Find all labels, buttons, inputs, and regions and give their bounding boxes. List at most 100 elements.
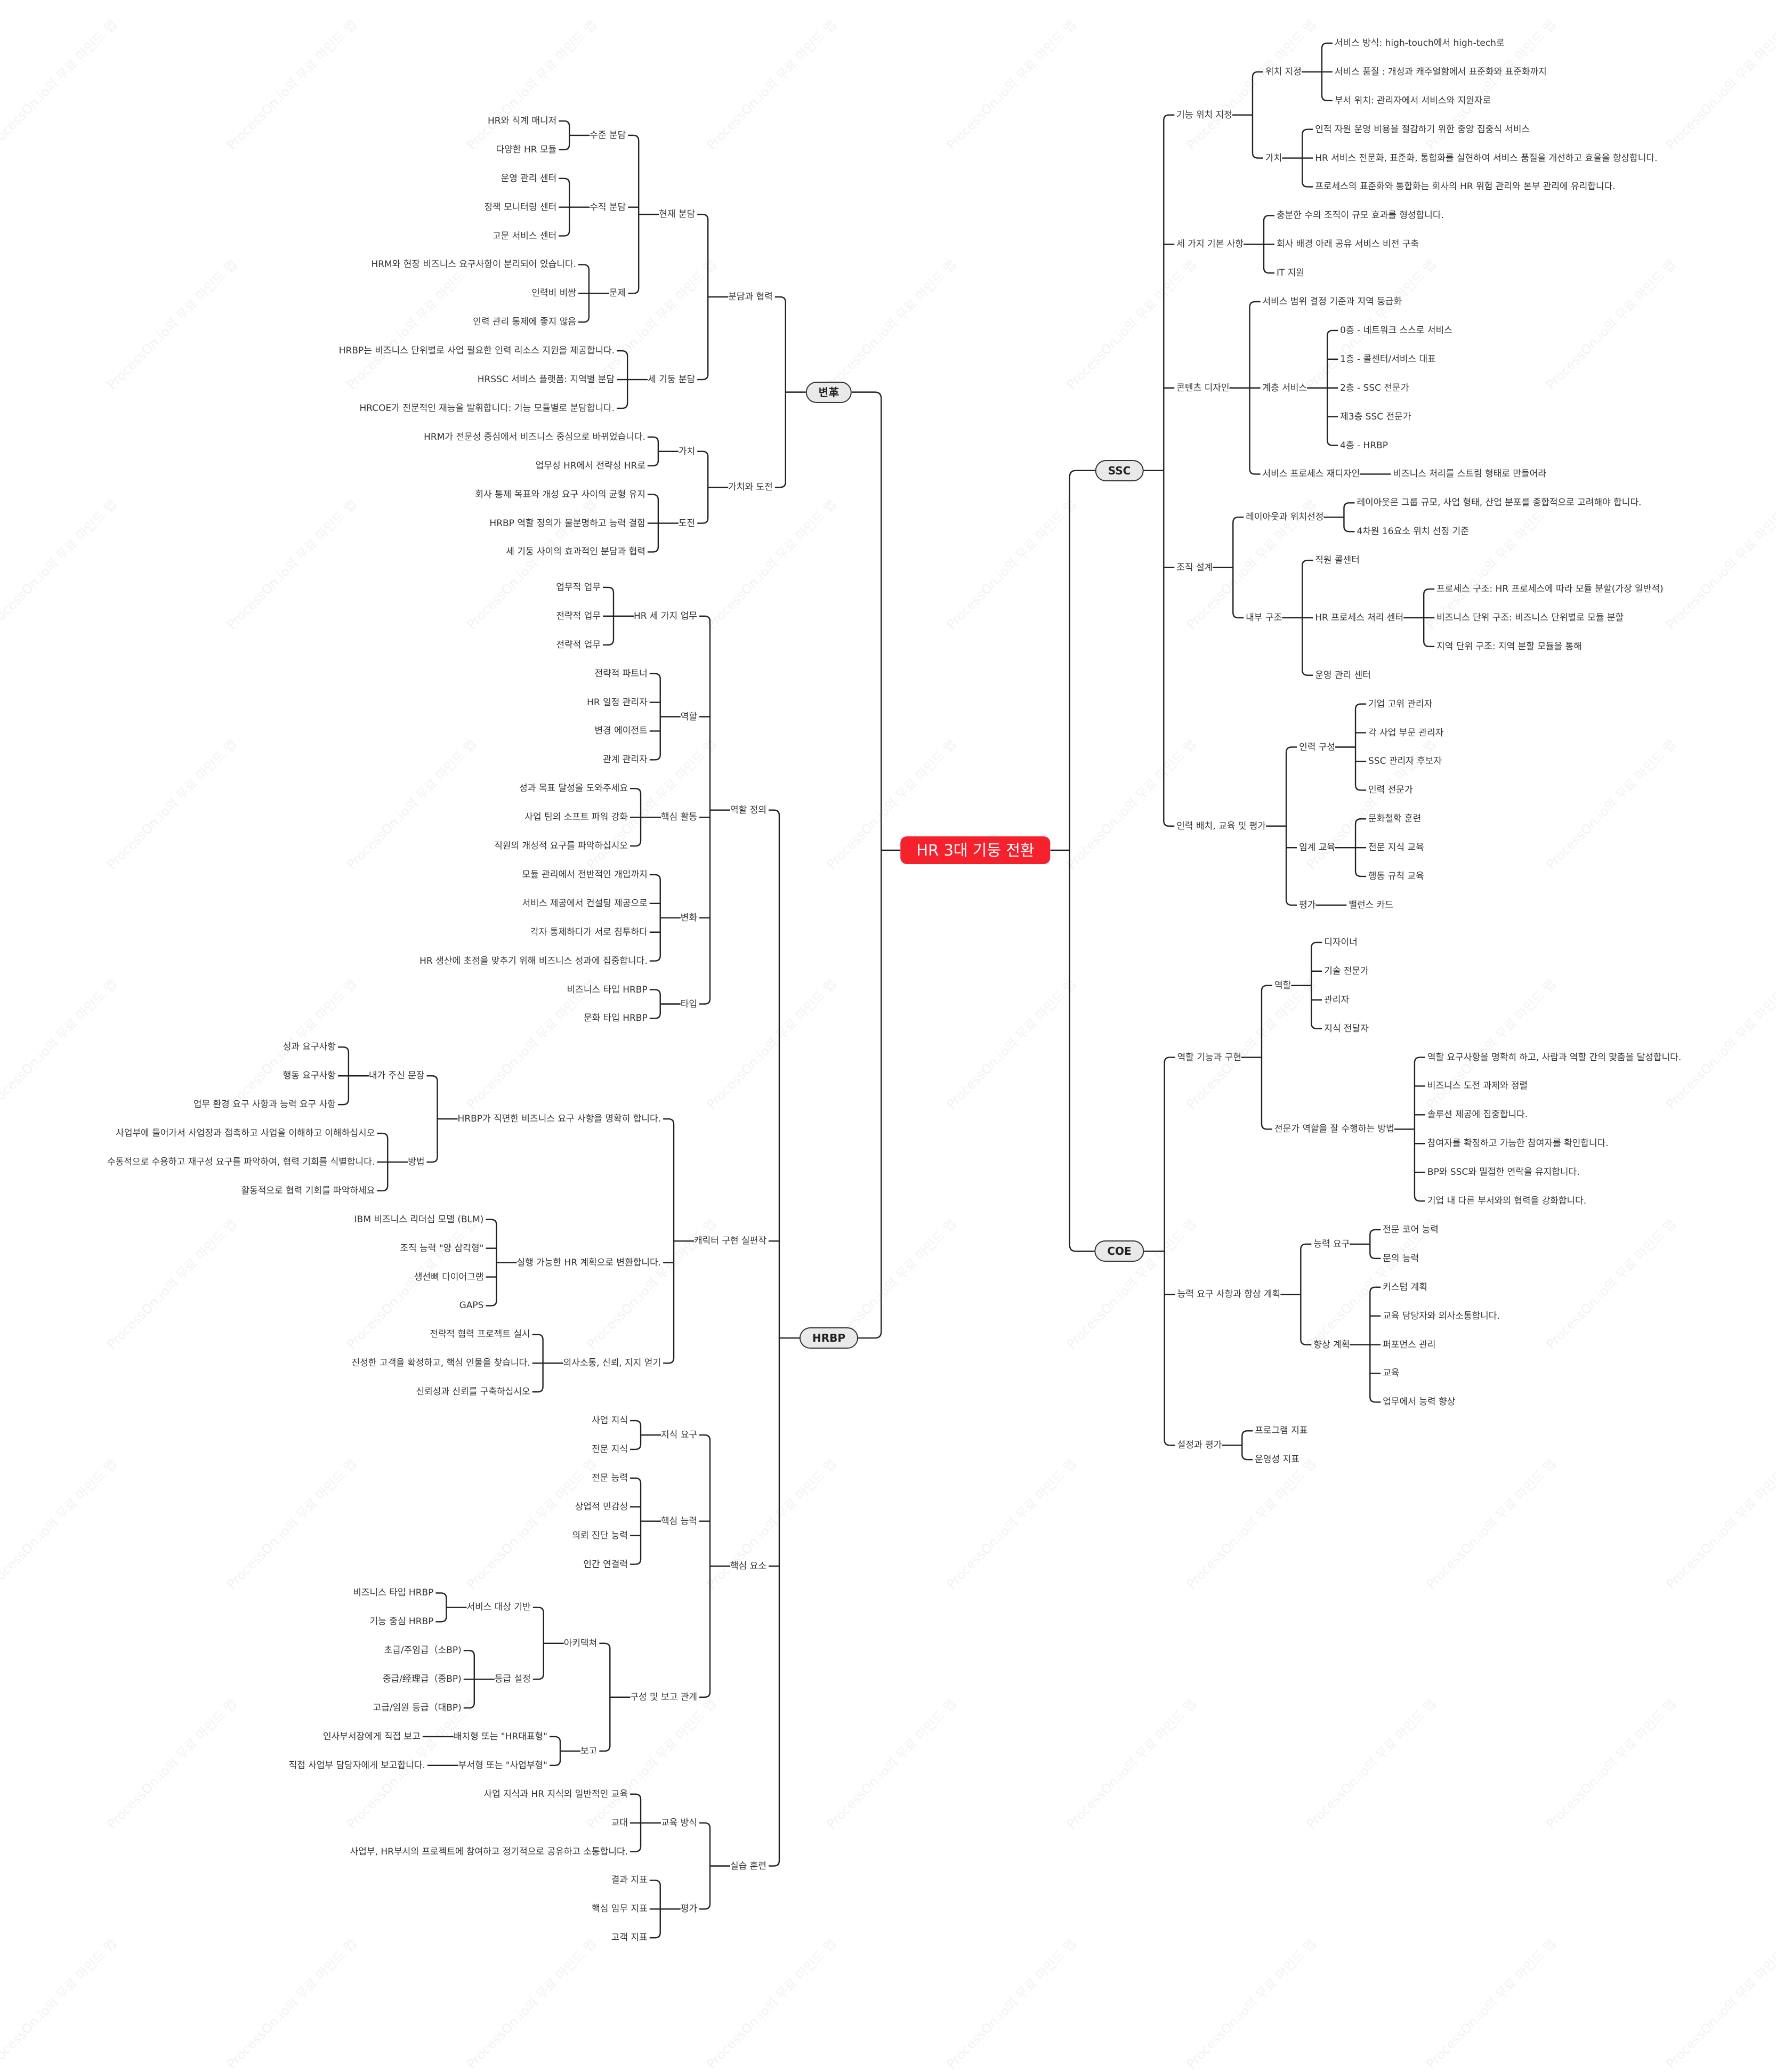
node-3-2[interactable]: 핵심 요소 [730,1560,766,1571]
node-1-1-1-2[interactable]: 퍼포먼스 관리 [1383,1339,1436,1350]
node-2-0-0-2[interactable]: 문제 [609,288,626,299]
node-3-3-1-0[interactable]: 결과 지표 [611,1875,648,1886]
node-3-0-3-1[interactable]: 서비스 제공에서 컨설팅 제공으로 [522,898,648,909]
node-1-0-0-2[interactable]: 관리자 [1324,994,1350,1005]
node-0-0-0-2[interactable]: 부서 위치: 관리자에서 서비스와 지원자로 [1334,95,1491,106]
node-0-3-0[interactable]: 레이아웃과 위치선정 [1246,512,1324,523]
node-2-0-0-2-1[interactable]: 인력비 비쌈 [531,288,576,299]
node-3-2-2-0[interactable]: 아키텍쳐 [563,1638,598,1649]
node-3-2-2-0-1-2[interactable]: 고급/임원 등급（대BP) [373,1703,462,1714]
root-topic[interactable]: HR 3대 기둥 전환 [900,836,1051,864]
node-1-2-1[interactable]: 운영성 지표 [1255,1454,1299,1465]
node-3-1-0-0-2[interactable]: 업무 환경 요구 사항과 능력 요구 사항 [193,1099,336,1110]
node-3-2-2-0-1-1[interactable]: 중급/经理급（중BP) [382,1674,462,1685]
node-3-0-2-1[interactable]: 사업 팀의 소프트 파워 강화 [524,812,628,823]
node-1-1-1-0[interactable]: 커스텀 계획 [1383,1281,1427,1293]
node-1-0-1-2[interactable]: 솔루션 제공에 집중합니다. [1427,1109,1528,1120]
node-3-1-0-1-0[interactable]: 사업부에 들어가서 사업장과 접촉하고 사업을 이해하고 이해하십시오 [116,1128,375,1139]
node-0-3-1-0[interactable]: 직원 콜센터 [1315,555,1360,566]
node-1-1-1[interactable]: 향상 계획 [1313,1339,1350,1350]
node-0-2-1-0[interactable]: 0층 - 네트워크 스스로 서비스 [1340,325,1452,336]
node-0-4[interactable]: 인력 배치, 교육 및 평가 [1176,820,1266,832]
node-3-3-1-2[interactable]: 고객 지표 [611,1932,648,1944]
node-3-2-2-0-0-1[interactable]: 기능 중심 HRBP [369,1616,434,1627]
node-0-2-1-4[interactable]: 4층 - HRBP [1340,440,1388,451]
node-3-1-2-2[interactable]: 신뢰성과 신뢰를 구축하십시오 [416,1386,530,1398]
node-3-0-1-1[interactable]: HR 일정 관리자 [587,697,648,708]
node-0-2-1-3[interactable]: 제3층 SSC 전문가 [1340,411,1411,422]
node-3-0-0-1[interactable]: 전략적 업무 [556,610,601,622]
node-0-4-1[interactable]: 임계 교육 [1299,842,1336,853]
node-2-0-0-0-0[interactable]: HR와 직계 매니저 [488,115,557,126]
node-3-0-2-0[interactable]: 성과 목표 달성을 도와주세요 [519,783,628,794]
node-0-0-0-0[interactable]: 서비스 방식: high-touch에서 high-tech로 [1334,37,1505,49]
node-3-0-0[interactable]: HR 세 가지 업무 [633,610,697,622]
node-3-0-4-0[interactable]: 비즈니스 타입 HRBP [567,984,648,995]
node-3-0-4[interactable]: 타입 [680,998,697,1010]
node-3-3-1-1[interactable]: 핵심 임무 지표 [592,1904,648,1915]
node-0-0-0-1[interactable]: 서비스 품질 : 개성과 캐주얼함에서 표준화와 표준화까지 [1334,66,1547,77]
node-3-1-1-2[interactable]: 생선뼈 다이어그램 [414,1271,484,1283]
node-1-2[interactable]: 설정과 평가 [1177,1440,1222,1451]
node-2-1-0-1[interactable]: 업무성 HR에서 전략성 HR로 [535,460,645,471]
node-3-0-1-2[interactable]: 변경 에이전트 [594,725,648,737]
node-2-1-1-0[interactable]: 회사 통제 목표와 개성 요구 사이의 균형 유지 [475,489,645,500]
node-1-0-1-0[interactable]: 역할 요구사항을 명확히 하고, 사람과 역할 간의 맞춤을 달성합니다. [1427,1052,1682,1063]
node-3-3-0-1[interactable]: 교대 [611,1817,628,1828]
node-0-2[interactable]: 콘텐츠 디자인 [1176,382,1230,393]
node-3-2-1-3[interactable]: 인간 연결력 [583,1559,628,1570]
node-3-2-0-0[interactable]: 사업 지식 [592,1415,628,1426]
node-3-0[interactable]: 역할 정의 [730,804,766,816]
node-3-2-2-1-0[interactable]: 배치형 또는 "HR대표형" [453,1731,548,1742]
node-3-1[interactable]: 캐릭터 구현 실편작 [694,1236,766,1247]
node-0-2-2-0[interactable]: 비즈니스 처리를 스트림 형태로 만들어라 [1393,469,1546,480]
node-3-1-1-0[interactable]: IBM 비즈니스 리더십 모델 (BLM) [354,1214,484,1225]
node-3-0-1-0[interactable]: 전략적 파트너 [594,668,648,679]
node-0-0-1-1[interactable]: HR 서비스 전문화, 표준화, 통합화를 실현하여 서비스 품질을 개선하고 … [1315,152,1658,164]
node-3-0-2[interactable]: 핵심 활동 [661,812,697,823]
node-2-0-1[interactable]: 세 기둥 분담 [648,374,696,385]
node-2-1-1[interactable]: 도전 [678,518,696,529]
node-1-0-1-4[interactable]: BP와 SSC와 밀접한 연락을 유지합니다. [1427,1167,1580,1178]
node-0-3-0-0[interactable]: 레이아웃은 그룹 규모, 사업 형태, 산업 분포를 종합적으로 고려해야 합니… [1357,497,1642,509]
node-0-3-0-1[interactable]: 4차원 16요소 위치 선정 기준 [1357,526,1469,537]
node-2-0-0[interactable]: 현재 분담 [659,209,696,220]
node-3-1-1[interactable]: 실행 가능한 HR 계획으로 변환합니다. [516,1257,661,1268]
node-0-2-2[interactable]: 서비스 프로세스 재디자인 [1262,469,1360,480]
node-3-3-0[interactable]: 교육 방식 [661,1817,697,1828]
node-3-3[interactable]: 실습 훈련 [730,1860,766,1872]
node-0-1-2[interactable]: IT 지원 [1277,268,1305,279]
node-0-0-1[interactable]: 가치 [1265,152,1282,164]
node-1-0-0-0[interactable]: 디자이너 [1324,937,1358,948]
node-3-0-4-1[interactable]: 문화 타입 HRBP [583,1013,648,1024]
node-2[interactable]: 변革 [805,381,852,403]
node-2-1-1-2[interactable]: 세 기둥 사이의 효과적인 분담과 협력 [506,546,645,558]
node-3-1-0[interactable]: HRBP가 직면한 비즈니스 요구 사항을 명확히 합니다. [457,1114,661,1125]
node-1-0-0-1[interactable]: 기술 전문가 [1324,965,1369,977]
node-0-2-1[interactable]: 계층 서비스 [1262,382,1307,393]
node-2-0-1-1[interactable]: HRSSC 서비스 플랫폼: 지역별 분담 [477,374,615,385]
node-3-2-2-0-1-0[interactable]: 초급/주임급（소BP) [384,1645,462,1656]
node-0-4-0-2[interactable]: SSC 관리자 후보자 [1368,756,1442,767]
node-0-0-1-0[interactable]: 인적 자원 운영 비용을 절감하기 위한 중앙 집중식 서비스 [1315,124,1530,135]
node-0-4-0[interactable]: 인력 구성 [1299,741,1336,753]
node-1-1-0-1[interactable]: 문의 능력 [1383,1253,1419,1264]
node-0-4-0-3[interactable]: 인력 전문가 [1368,785,1413,796]
node-3-2-2-1-1[interactable]: 부서형 또는 "사업부형" [458,1760,548,1771]
node-1-2-0[interactable]: 프로그램 지표 [1255,1425,1308,1437]
node-3-1-0-0-0[interactable]: 성과 요구사항 [282,1042,336,1053]
node-2-0-0-2-2[interactable]: 인력 관리 통제에 좋지 않음 [473,317,576,328]
node-3-0-0-2[interactable]: 전략적 업무 [556,639,601,650]
node-0-4-0-0[interactable]: 기업 고위 관리자 [1368,698,1433,710]
node-3-1-0-1-2[interactable]: 활동적으로 협력 기회를 파악하세요 [241,1185,375,1196]
node-1-1-1-4[interactable]: 업무에서 능력 향상 [1383,1397,1456,1408]
node-1-1-0[interactable]: 능력 요구 [1313,1238,1350,1249]
node-0-4-1-1[interactable]: 전문 지식 교육 [1368,842,1424,853]
node-3-1-0-0-1[interactable]: 행동 요구사항 [282,1070,336,1082]
node-0-3-1-1[interactable]: HR 프로세스 처리 센터 [1315,612,1404,623]
node-3-0-2-2[interactable]: 직원의 개성적 요구를 파악하십시오 [494,841,628,852]
node-3-0-1[interactable]: 역할 [680,711,697,722]
node-0-4-1-2[interactable]: 행동 규칙 교육 [1368,871,1424,882]
node-3-2-2-1[interactable]: 보고 [580,1745,598,1756]
node-1-0[interactable]: 역할 기능과 구현 [1177,1052,1241,1063]
